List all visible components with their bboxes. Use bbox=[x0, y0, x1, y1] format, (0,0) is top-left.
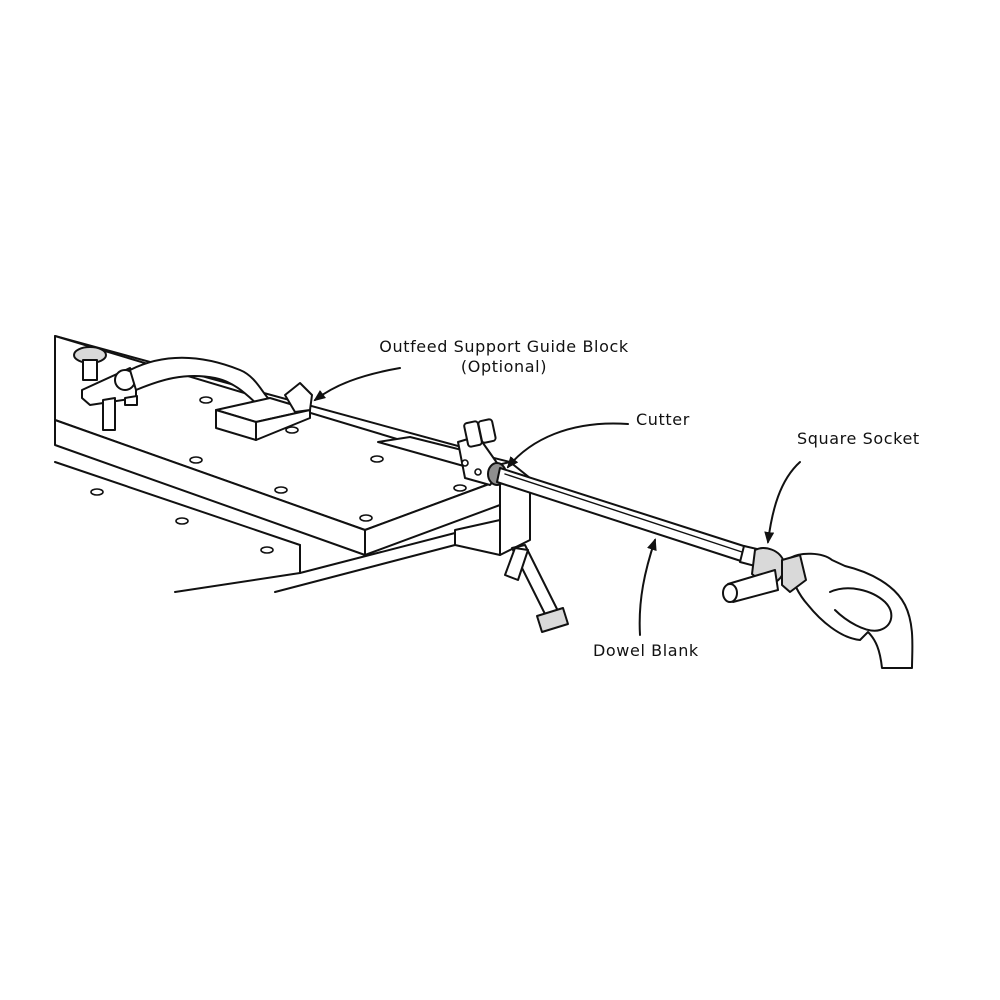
dowel-blank bbox=[496, 467, 751, 563]
dowel-blank-label: Dowel Blank bbox=[593, 641, 699, 660]
cutter-label: Cutter bbox=[636, 410, 690, 429]
square-socket-leader-arrow bbox=[764, 461, 801, 544]
dowel-blank-leader-arrow bbox=[638, 538, 657, 636]
router-table bbox=[54, 335, 501, 593]
cutter-leader-arrow bbox=[506, 422, 629, 469]
leader-arrows bbox=[313, 367, 801, 636]
square-socket-label: Square Socket bbox=[797, 429, 920, 448]
outfeed-label-line1: Outfeed Support Guide Block bbox=[379, 337, 629, 356]
outfeed-support-guide-block-label: Outfeed Support Guide Block (Optional) bbox=[356, 337, 652, 377]
table-holes bbox=[90, 396, 467, 554]
support-leg bbox=[504, 544, 569, 633]
hold-down-clamp bbox=[73, 346, 269, 431]
outfeed-support-guide-block bbox=[215, 382, 313, 441]
outfeed-label-line2: (Optional) bbox=[460, 357, 548, 376]
drill bbox=[722, 545, 914, 669]
outfeed-leader-arrow bbox=[313, 367, 401, 402]
